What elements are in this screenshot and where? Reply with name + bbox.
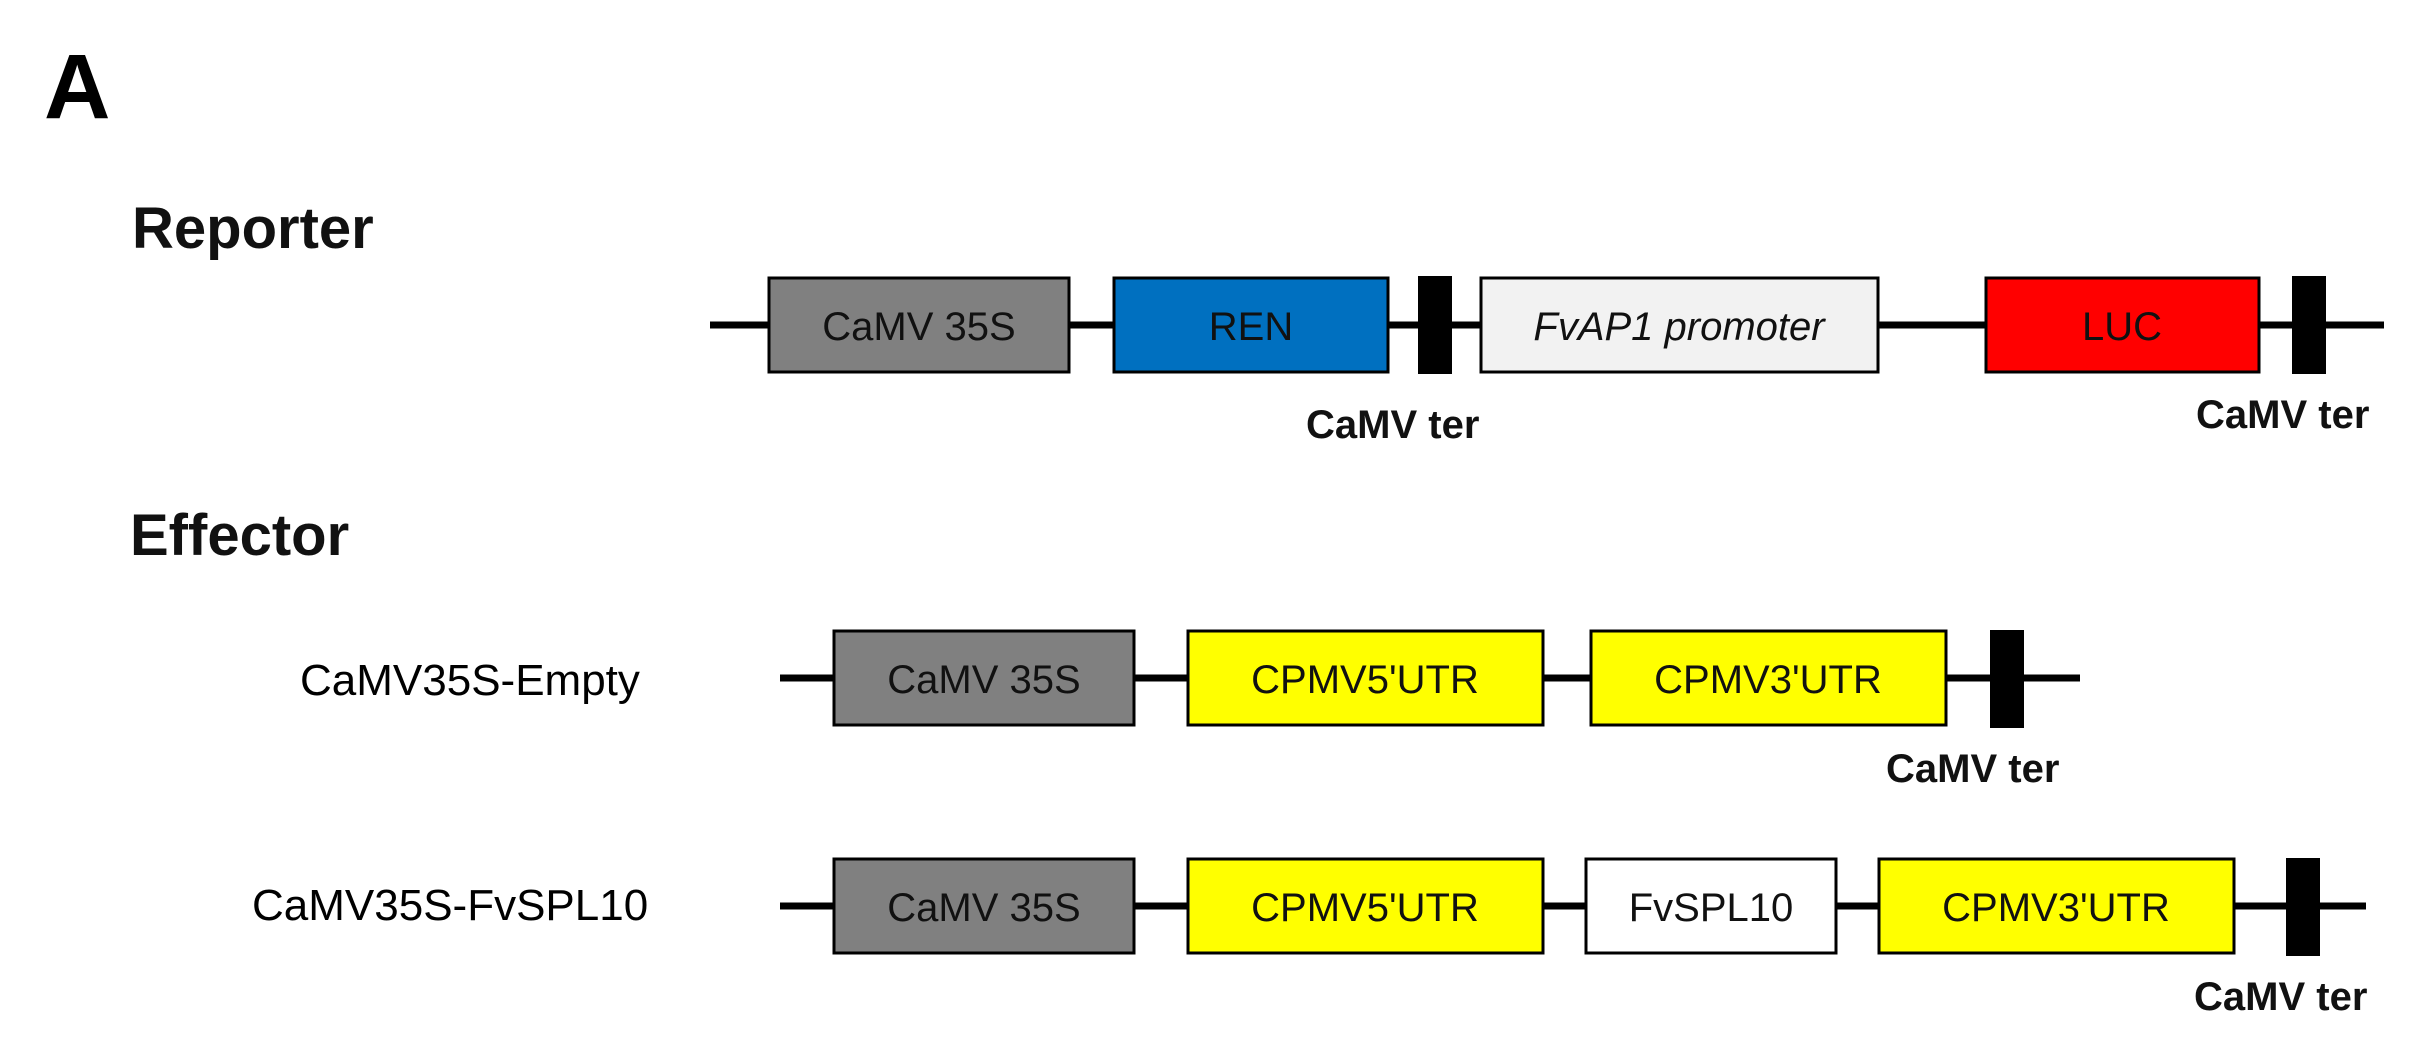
- reporter-terminator-2: [2292, 276, 2326, 374]
- reporter-camv35s-label: CaMV 35S: [822, 305, 1015, 349]
- effector-empty-camv35s-box: [832, 629, 1136, 727]
- effector-spl10-camv35s-box: [832, 857, 1136, 955]
- effector-spl10-terminator-label: CaMV ter: [2194, 975, 2367, 1019]
- effector-empty-camv35s-label: CaMV 35S: [887, 658, 1080, 702]
- effector-spl10-terminator: [2286, 858, 2320, 956]
- reporter-luc-box: [1984, 276, 2261, 374]
- effector-title: Effector: [130, 503, 349, 568]
- effector-spl10-construct: CaMV35S-FvSPL10 CaMV 35S CPMV5'UTR FvSPL…: [252, 857, 2367, 1019]
- reporter-fvap1-promoter-label: FvAP1 promoter: [1533, 305, 1826, 349]
- effector-spl10-utr5-label: CPMV5'UTR: [1251, 886, 1479, 930]
- effector-spl10-camv35s-label: CaMV 35S: [887, 886, 1080, 930]
- effector-spl10-utr3-label: CPMV3'UTR: [1942, 886, 2170, 930]
- reporter-fvap1-promoter-box: [1479, 276, 1880, 374]
- effector-spl10-gene-box: [1584, 857, 1838, 955]
- effector-empty-terminator: [1990, 630, 2024, 728]
- reporter-ren-box: [1112, 276, 1390, 374]
- reporter-terminator-1: [1418, 276, 1452, 374]
- effector-spl10-utr5-box: [1186, 857, 1545, 955]
- effector-spl10-utr3-box: [1877, 857, 2236, 955]
- effector-empty-name: CaMV35S-Empty: [300, 656, 640, 705]
- panel-label: A: [44, 36, 110, 138]
- effector-empty-terminator-label: CaMV ter: [1886, 747, 2059, 791]
- effector-empty-utr3-label: CPMV3'UTR: [1654, 658, 1882, 702]
- effector-empty-utr5-box: [1186, 629, 1545, 727]
- reporter-construct: CaMV 35S REN FvAP1 promoter LUC CaMV ter…: [710, 276, 2384, 447]
- effector-spl10-name: CaMV35S-FvSPL10: [252, 881, 648, 930]
- reporter-luc-label: LUC: [2082, 305, 2162, 349]
- effector-empty-construct: CaMV35S-Empty CaMV 35S CPMV5'UTR CPMV3'U…: [300, 629, 2080, 791]
- effector-empty-utr3-box: [1589, 629, 1948, 727]
- reporter-title: Reporter: [132, 196, 374, 261]
- effector-spl10-gene-label: FvSPL10: [1629, 886, 1794, 930]
- effector-empty-utr5-label: CPMV5'UTR: [1251, 658, 1479, 702]
- reporter-camv35s-box: [767, 276, 1071, 374]
- reporter-ren-label: REN: [1209, 305, 1293, 349]
- reporter-terminator-2-label: CaMV ter: [2196, 393, 2369, 437]
- reporter-terminator-1-label: CaMV ter: [1306, 403, 1479, 447]
